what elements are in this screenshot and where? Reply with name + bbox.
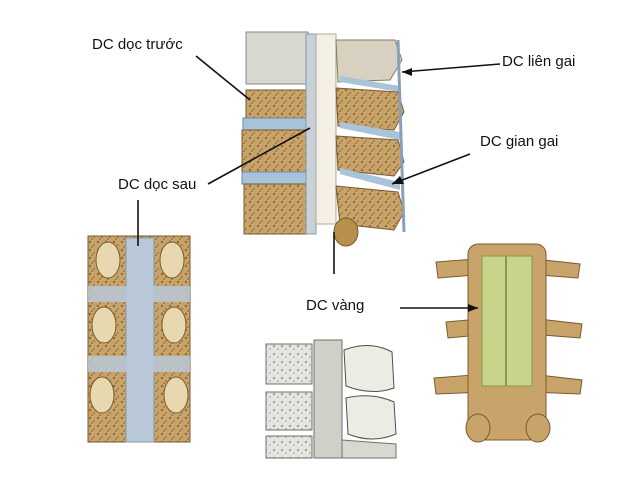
leader-posterior <box>207 127 311 185</box>
vertebrae-right-view <box>433 243 583 443</box>
arrow-flavum <box>468 304 478 312</box>
label-ligamentum-flavum: DC vàng <box>306 297 365 314</box>
leader-lines <box>137 55 501 309</box>
label-interspinous-ligament: DC liên gai <box>502 53 576 70</box>
label-posterior-longitudinal-ligament: DC dọc sau <box>118 176 197 193</box>
leader-anterior <box>195 55 251 101</box>
sagittal-spine-top <box>241 31 406 247</box>
arrow-heads <box>392 68 478 312</box>
leader-supraspinous <box>391 153 471 185</box>
posterior-view-left <box>87 235 191 443</box>
sagittal-section-bottom <box>265 339 397 459</box>
leader-interspinous <box>401 63 501 73</box>
label-supraspinous-ligament: DC gian gai <box>480 133 559 150</box>
label-anterior-longitudinal-ligament: DC dọc trước <box>92 36 183 53</box>
arrow-interspinous <box>402 68 412 76</box>
arrow-supraspinous <box>392 176 404 184</box>
